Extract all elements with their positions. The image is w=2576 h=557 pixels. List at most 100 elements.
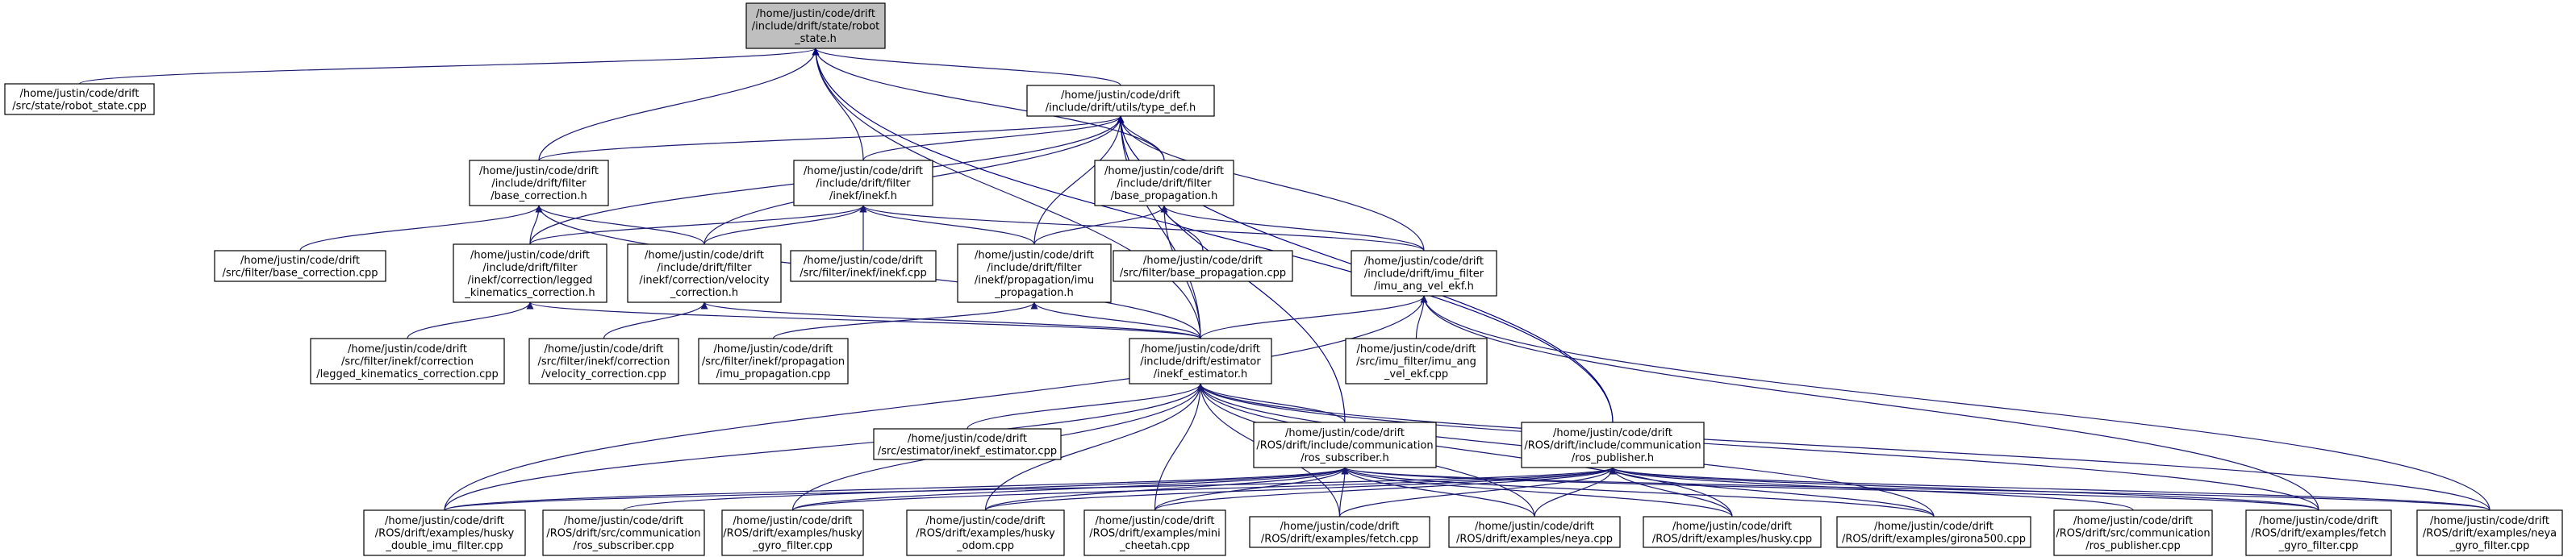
file-node-ros-publisher-h[interactable]: /home/justin/code/drift/ROS/drift/includ… xyxy=(1521,422,1705,468)
file-node-inekf-h[interactable]: /home/justin/code/drift/include/drift/fi… xyxy=(793,160,933,206)
dependency-edge-neya_gyro-to-ros_subscriber_h xyxy=(1342,467,2490,511)
dependency-edge-neya_gyro-to-ros_publisher_h xyxy=(1609,467,2490,511)
file-node-imu-ang-vel-ekf-h[interactable]: /home/justin/code/drift/include/drift/im… xyxy=(1351,250,1497,297)
file-node-label-line: /home/justin/code/drift xyxy=(1280,521,1400,533)
file-node-inekf-estimator-cpp[interactable]: /home/justin/code/drift/src/estimator/in… xyxy=(873,428,1062,460)
file-node-legged-kin-cpp[interactable]: /home/justin/code/drift/src/filter/inekf… xyxy=(310,338,505,384)
file-node-label-line: /ros_publisher.cpp xyxy=(2085,540,2181,552)
file-node-label-line: /home/justin/code/drift xyxy=(385,515,504,527)
file-node-velocity-corr-cpp[interactable]: /home/justin/code/drift/src/filter/inekf… xyxy=(528,338,679,384)
file-node-imu-prop-h[interactable]: /home/justin/code/drift/include/drift/fi… xyxy=(957,243,1112,303)
dependency-edge-husky_double_imu-to-imu_ang_vel_ekf_h xyxy=(444,295,1428,511)
dependency-edge-husky_gyro-to-ros_publisher_h xyxy=(791,467,1617,511)
file-node-box xyxy=(1113,250,1293,282)
file-node-label-line: _odom.cpp xyxy=(956,540,1014,552)
file-node-base-correction-h[interactable]: /home/justin/code/drift/include/drift/fi… xyxy=(469,160,609,206)
file-node-neya-cpp[interactable]: /home/justin/code/drift/ROS/drift/exampl… xyxy=(1448,516,1621,548)
dependency-edge-mini_cheetah-to-ros_subscriber_h xyxy=(1154,467,1349,511)
file-node-inekf-cpp[interactable]: /home/justin/code/drift/src/filter/inekf… xyxy=(790,250,937,282)
dependency-edge-type_def_h-to-robot_state_h xyxy=(812,48,1121,86)
file-node-label-line: _correction.h xyxy=(670,287,738,299)
file-node-label-line: /ROS/drift/examples/husky xyxy=(375,528,515,540)
file-node-label-line: /src/filter/inekf/inekf.cpp xyxy=(800,267,927,279)
file-node-box xyxy=(1836,516,2031,548)
file-node-label-line: /inekf/propagation/imu xyxy=(975,274,1094,286)
file-node-label-line: /ROS/drift/include/communication xyxy=(1524,440,1701,452)
file-node-label-line: /home/justin/code/drift xyxy=(2430,515,2549,527)
file-node-base-propagation-h[interactable]: /home/justin/code/drift/include/drift/fi… xyxy=(1094,160,1234,206)
dependency-edge-neya_gyro-to-imu_ang_vel_ekf_h xyxy=(1420,295,2490,511)
file-node-box xyxy=(469,160,609,206)
file-node-label-line: /home/justin/code/drift xyxy=(1285,427,1405,439)
file-node-label-line: /src/state/robot_state.cpp xyxy=(12,100,147,112)
file-node-box xyxy=(310,338,505,384)
file-node-label-line: /ROS/drift/examples/husky.cpp xyxy=(1652,533,1812,545)
file-node-husky-cpp[interactable]: /home/justin/code/drift/ROS/drift/exampl… xyxy=(1643,516,1822,548)
file-node-label-line: /home/justin/code/drift xyxy=(1364,256,1484,268)
dependency-edge-ros_publisher_cpp-to-ros_publisher_h xyxy=(1609,467,2134,511)
file-node-fetch-gyro[interactable]: /home/justin/code/drift/ROS/drift/exampl… xyxy=(2245,509,2392,556)
file-node-label-line: /src/filter/inekf/correction xyxy=(537,356,670,368)
file-node-girona-cpp[interactable]: /home/justin/code/drift/ROS/drift/exampl… xyxy=(1836,516,2031,548)
file-node-base-prop-cpp[interactable]: /home/justin/code/drift/src/filter/base_… xyxy=(1113,250,1293,282)
file-node-inekf-estimator-h[interactable]: /home/justin/code/drift/include/drift/es… xyxy=(1129,338,1272,384)
file-node-label-line: /home/justin/code/drift xyxy=(1141,343,1260,355)
file-node-label-line: /legged_kinematics_correction.cpp xyxy=(316,368,499,380)
file-node-ros-subscriber-cpp[interactable]: /home/justin/code/drift/ROS/drift/src/co… xyxy=(542,509,705,556)
file-node-label-line: /home/justin/code/drift xyxy=(1096,515,1215,527)
dependency-edge-ros_publisher_h-to-robot_state_h xyxy=(812,48,1614,423)
file-node-label-line: /include/drift/filter xyxy=(482,262,578,274)
file-node-husky-odom[interactable]: /home/justin/code/drift/ROS/drift/exampl… xyxy=(906,509,1065,556)
file-node-fetch-cpp[interactable]: /home/justin/code/drift/ROS/drift/exampl… xyxy=(1249,516,1430,548)
file-node-label-line: /home/justin/code/drift xyxy=(733,515,853,527)
file-node-label-line: /include/drift/filter xyxy=(987,262,1082,274)
file-node-label-line: /home/justin/code/drift xyxy=(645,249,764,261)
file-node-label-line: /include/drift/filter xyxy=(816,178,911,190)
file-node-label-line: /ROS/drift/examples/neya xyxy=(2423,528,2557,540)
file-node-ros-publisher-cpp[interactable]: /home/justin/code/drift/ROS/drift/src/co… xyxy=(2053,509,2213,556)
file-node-label-line: /include/drift/state/robot xyxy=(752,21,880,33)
file-node-label-line: /src/estimator/inekf_estimator.cpp xyxy=(878,445,1057,457)
dependency-edge-imu_prop_h-to-inekf_h xyxy=(859,205,1035,245)
file-node-husky-double-imu[interactable]: /home/justin/code/drift/ROS/drift/exampl… xyxy=(363,509,526,556)
file-node-box xyxy=(793,160,933,206)
file-node-husky-gyro[interactable]: /home/justin/code/drift/ROS/drift/exampl… xyxy=(721,509,864,556)
file-node-mini-cheetah[interactable]: /home/justin/code/drift/ROS/drift/exampl… xyxy=(1083,509,1226,556)
file-node-label-line: /ros_subscriber.cpp xyxy=(574,540,674,552)
file-node-box xyxy=(363,509,526,556)
file-node-label-line: /include/drift/filter xyxy=(657,262,752,274)
file-node-legged-kin-h[interactable]: /home/justin/code/drift/include/drift/fi… xyxy=(453,243,607,303)
file-node-imu-ang-vel-ekf-cpp[interactable]: /home/justin/code/drift/src/imu_filter/i… xyxy=(1345,338,1488,384)
file-node-box xyxy=(4,83,155,115)
dependency-edge-velocity_corr_cpp-to-velocity_corr_h xyxy=(603,301,708,339)
dependency-edge-husky_odom-to-ros_publisher_h xyxy=(984,467,1617,511)
file-node-label-line: /home/justin/code/drift xyxy=(1874,521,1994,533)
file-node-imu-prop-cpp[interactable]: /home/justin/code/drift/src/filter/inekf… xyxy=(698,338,849,384)
file-node-box xyxy=(1129,338,1272,384)
dependency-edge-velocity_corr_h-to-inekf_h xyxy=(703,205,867,245)
file-node-label-line: /imu_propagation.cpp xyxy=(716,368,831,380)
file-node-label-line: _gyro_filter.cpp xyxy=(2449,540,2530,552)
file-node-robot-state-cpp[interactable]: /home/justin/code/drift/src/state/robot_… xyxy=(4,83,155,115)
dependency-edge-husky_cpp-to-inekf_estimator_h xyxy=(1196,383,1733,518)
file-node-label-line: /imu_ang_vel_ekf.h xyxy=(1374,281,1474,293)
file-node-box xyxy=(698,338,849,384)
dependency-edge-neya_gyro-to-inekf_estimator_h xyxy=(1196,383,2490,511)
dependency-edge-husky_double_imu-to-ros_subscriber_h xyxy=(444,467,1349,511)
dependency-edge-inekf_h-to-type_def_h xyxy=(862,115,1125,161)
dependency-edge-husky_odom-to-ros_subscriber_h xyxy=(984,467,1349,511)
file-node-box xyxy=(453,243,607,303)
file-node-neya-gyro[interactable]: /home/justin/code/drift/ROS/drift/exampl… xyxy=(2416,509,2563,556)
nodes-layer: /home/justin/code/drift/include/drift/st… xyxy=(4,2,2563,556)
file-node-label-line: /base_correction.h xyxy=(491,190,587,202)
file-node-box xyxy=(1249,516,1430,548)
file-node-ros-subscriber-h[interactable]: /home/justin/code/drift/ROS/drift/includ… xyxy=(1253,422,1437,468)
dependency-edge-mini_cheetah-to-inekf_estimator_h xyxy=(1154,383,1204,511)
file-node-velocity-corr-h[interactable]: /home/justin/code/drift/include/drift/fi… xyxy=(627,243,782,303)
file-node-label-line: _kinematics_correction.h xyxy=(464,287,595,299)
file-node-base-correction-cpp[interactable]: /home/justin/code/drift/src/filter/base_… xyxy=(214,250,386,282)
file-node-robot-state-h[interactable]: /home/justin/code/drift/include/drift/st… xyxy=(745,2,886,49)
file-node-type-def-h[interactable]: /home/justin/code/drift/include/drift/ut… xyxy=(1026,85,1215,117)
file-node-label-line: /src/filter/base_correction.cpp xyxy=(223,267,378,279)
file-node-label-line: /ros_subscriber.h xyxy=(1301,452,1389,464)
